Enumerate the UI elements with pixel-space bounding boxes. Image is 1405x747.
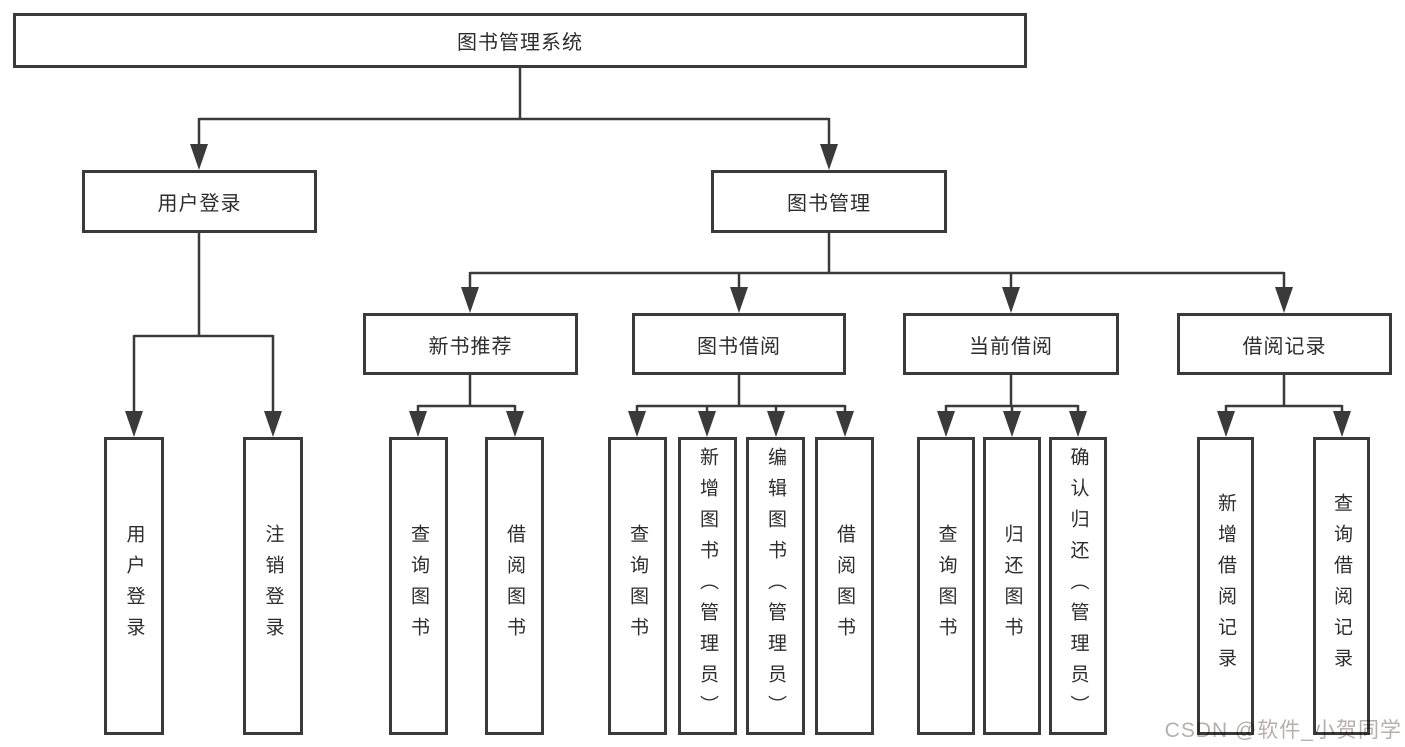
- node-user-login: 用户登录: [82, 170, 317, 233]
- leaf-return-book: 归还图书: [983, 437, 1041, 735]
- leaf-add-borrow-record: 新增借阅记录: [1197, 437, 1254, 735]
- csdn-watermark: CSDN @软件_小贺同学: [1164, 719, 1402, 742]
- leaf-confirm-return-admin: 确认归还（管理员）: [1049, 437, 1107, 735]
- node-current-borrow: 当前借阅: [903, 313, 1119, 375]
- connector-book-borrow-to-leaves: [628, 375, 854, 437]
- connector-root-to-level2: [190, 68, 838, 170]
- leaf-logout: 注销登录: [243, 437, 303, 735]
- leaf-query-borrow-record: 查询借阅记录: [1313, 437, 1370, 735]
- node-book-management: 图书管理: [711, 170, 947, 233]
- leaf-borrow-query-book: 查询图书: [608, 437, 667, 735]
- node-new-book-recommend: 新书推荐: [363, 313, 578, 375]
- node-library-system: 图书管理系统: [13, 13, 1027, 68]
- node-borrow-record: 借阅记录: [1177, 313, 1392, 375]
- connector-current-borrow-to-leaves: [937, 375, 1087, 437]
- connector-book-mgmt-to-level3: [461, 233, 1293, 313]
- leaf-edit-book-admin: 编辑图书（管理员）: [746, 437, 805, 735]
- leaf-user-login: 用户登录: [104, 437, 164, 735]
- connector-borrow-record-to-leaves: [1217, 375, 1351, 437]
- connector-user-login-to-leaves: [125, 233, 282, 437]
- leaf-add-book-admin: 新增图书（管理员）: [678, 437, 737, 735]
- leaf-borrow-book: 借阅图书: [815, 437, 874, 735]
- connector-new-book-to-leaves: [409, 375, 524, 437]
- leaf-current-query-book: 查询图书: [917, 437, 975, 735]
- node-book-borrow: 图书借阅: [632, 313, 846, 375]
- leaf-newrec-query-book: 查询图书: [389, 437, 448, 735]
- leaf-newrec-borrow-book: 借阅图书: [485, 437, 544, 735]
